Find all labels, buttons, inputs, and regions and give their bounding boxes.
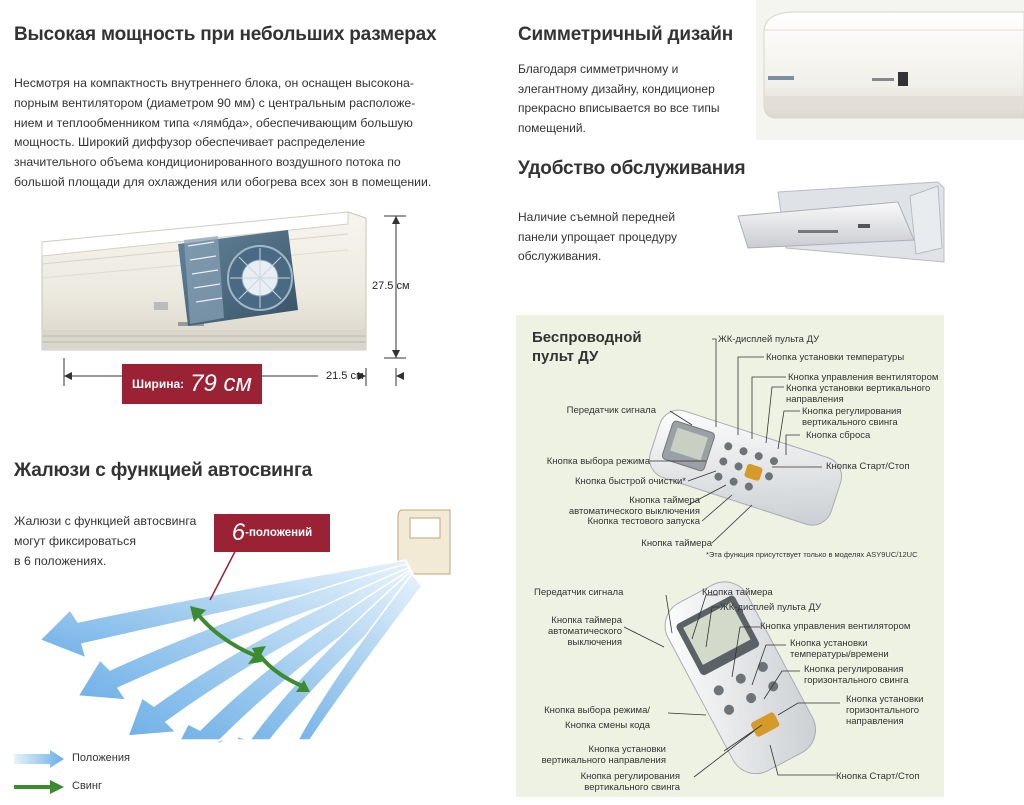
- upper-label-temp: Кнопка установки температуры: [766, 352, 905, 363]
- positions-badge-suffix: -положений: [245, 527, 313, 539]
- symmetric-unit-photo: [756, 0, 1024, 140]
- upper-label-test: Кнопка тестового запуска: [587, 516, 700, 527]
- depth-dimension-label: 21.5 см: [326, 370, 364, 382]
- lower-label-mode: Кнопка выбора режима/ Кнопка смены кода: [544, 705, 650, 731]
- lower-label-vert-swing: Кнопка регулирования вертикального свинг…: [580, 771, 680, 793]
- lower-label-horiz-dir: Кнопка установки горизонтального направл…: [846, 694, 924, 727]
- lower-label-vert-dir: Кнопка установки вертикального направлен…: [541, 744, 666, 766]
- upper-label-startstop: Кнопка Старт/Стоп: [826, 461, 910, 472]
- positions-arrow-icon: [14, 750, 64, 768]
- section-title-service: Удобство обслуживания: [518, 158, 746, 179]
- upper-label-vert-swing: Кнопка регулирования вертикального свинг…: [802, 406, 902, 428]
- upper-footnote: *Эта функция присутствует только в модел…: [706, 550, 918, 559]
- section-text-power: Несмотря на компактность внутреннего бло…: [14, 76, 432, 189]
- legend-positions-label: Положения: [72, 752, 130, 764]
- lower-label-fan: Кнопка управления вентилятором: [760, 621, 911, 632]
- positions-badge: 6 -положений: [214, 514, 330, 552]
- section-text-swing: Жалюзи с функцией автосвинга могут фикси…: [14, 514, 197, 568]
- upper-label-fan: Кнопка управления вентилятором: [788, 372, 939, 383]
- remote-title: Беспроводной пульт ДУ: [532, 329, 642, 365]
- lower-label-auto-off: Кнопка таймера автоматического выключени…: [548, 615, 622, 648]
- service-unit-photo: [737, 181, 945, 263]
- lower-label-transmitter: Передатчик сигнала: [534, 587, 624, 598]
- lower-label-startstop: Кнопка Старт/Стоп: [836, 771, 920, 782]
- section-title-swing: Жалюзи с функцией автосвинга: [14, 460, 313, 481]
- width-badge-prefix: Ширина:: [132, 377, 185, 391]
- section-title-symmetric: Симметричный дизайн: [518, 24, 733, 45]
- section-title-power: Высокая мощность при небольших размерах: [14, 24, 437, 45]
- louver-swing-illustration: [38, 509, 451, 751]
- lower-label-temp-time: Кнопка установки температуры/времени: [790, 638, 889, 660]
- section-text-symmetric: Благодаря симметричному и элегантному ди…: [518, 62, 720, 135]
- legend-icons: [14, 750, 64, 794]
- height-dimension-label: 27.5 см: [372, 280, 410, 292]
- upper-label-transmitter: Передатчик сигнала: [566, 405, 656, 416]
- width-badge-value: 79 см: [190, 370, 252, 397]
- upper-label-clean: Кнопка быстрой очистки*: [575, 476, 686, 487]
- section-text-service: Наличие съемной передней панели упрощает…: [518, 210, 678, 263]
- indoor-unit-illustration: [41, 211, 406, 386]
- upper-label-timer: Кнопка таймера: [641, 538, 712, 549]
- remote-diagrams: [623, 338, 842, 778]
- positions-badge-number: 6: [231, 519, 246, 546]
- upper-label-lcd: ЖК-дисплей пульта ДУ: [718, 334, 820, 345]
- lower-label-horiz-swing: Кнопка регулирования горизонтального сви…: [804, 664, 909, 686]
- lower-label-timer: Кнопка таймера: [702, 587, 773, 598]
- upper-label-auto-off: Кнопка таймера автоматического выключени…: [568, 495, 700, 517]
- upper-label-vert-dir: Кнопка установки вертикального направлен…: [786, 383, 931, 405]
- upper-label-mode: Кнопка выбора режима: [546, 456, 650, 467]
- upper-label-reset: Кнопка сброса: [806, 430, 871, 441]
- lower-label-lcd: ЖК-дисплей пульта ДУ: [720, 602, 822, 613]
- width-badge: Ширина: 79 см: [122, 364, 262, 404]
- legend-swing-label: Свинг: [72, 780, 103, 792]
